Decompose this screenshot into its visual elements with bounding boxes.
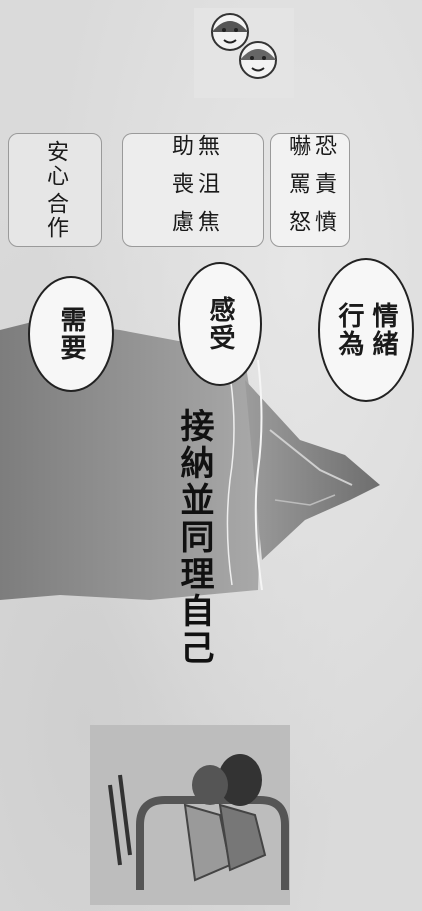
emotion-box-anxiety-text: 焦慮 沮喪 無助 — [167, 134, 219, 246]
box2-line-2: 沮喪 — [168, 172, 219, 196]
oval-feeling: 感受 — [178, 262, 262, 386]
box3-line-1: 合作 — [43, 192, 68, 240]
oval-need: 需要 — [28, 276, 114, 392]
box1-line-3: 恐嚇 — [285, 134, 336, 158]
children-illustration — [194, 8, 294, 98]
oval-behavior: 情緒 行為 — [318, 258, 414, 402]
box1-line-1: 憤怒 — [285, 210, 336, 234]
box1-line-2: 責罵 — [285, 172, 336, 196]
oval-feeling-text: 感受 — [205, 296, 235, 352]
emotion-box-cooperation: 合作 安心 — [8, 133, 102, 247]
oval-behavior-line-1: 情緒 — [368, 302, 398, 358]
box2-line-3: 無助 — [168, 134, 219, 158]
emotion-box-cooperation-text: 合作 安心 — [42, 140, 68, 240]
box3-line-2: 安心 — [43, 140, 68, 188]
emotion-box-anger-text: 憤怒 責罵 恐嚇 — [284, 134, 336, 246]
hugging-people-illustration — [90, 725, 290, 905]
oval-behavior-line-2: 行為 — [334, 302, 364, 358]
box2-line-1: 焦慮 — [168, 210, 219, 234]
page-title: 接納並同理自己 — [174, 408, 214, 667]
oval-need-text: 需要 — [56, 306, 86, 362]
emotion-box-anger: 憤怒 責罵 恐嚇 — [270, 133, 350, 247]
emotion-box-anxiety: 焦慮 沮喪 無助 — [122, 133, 264, 247]
